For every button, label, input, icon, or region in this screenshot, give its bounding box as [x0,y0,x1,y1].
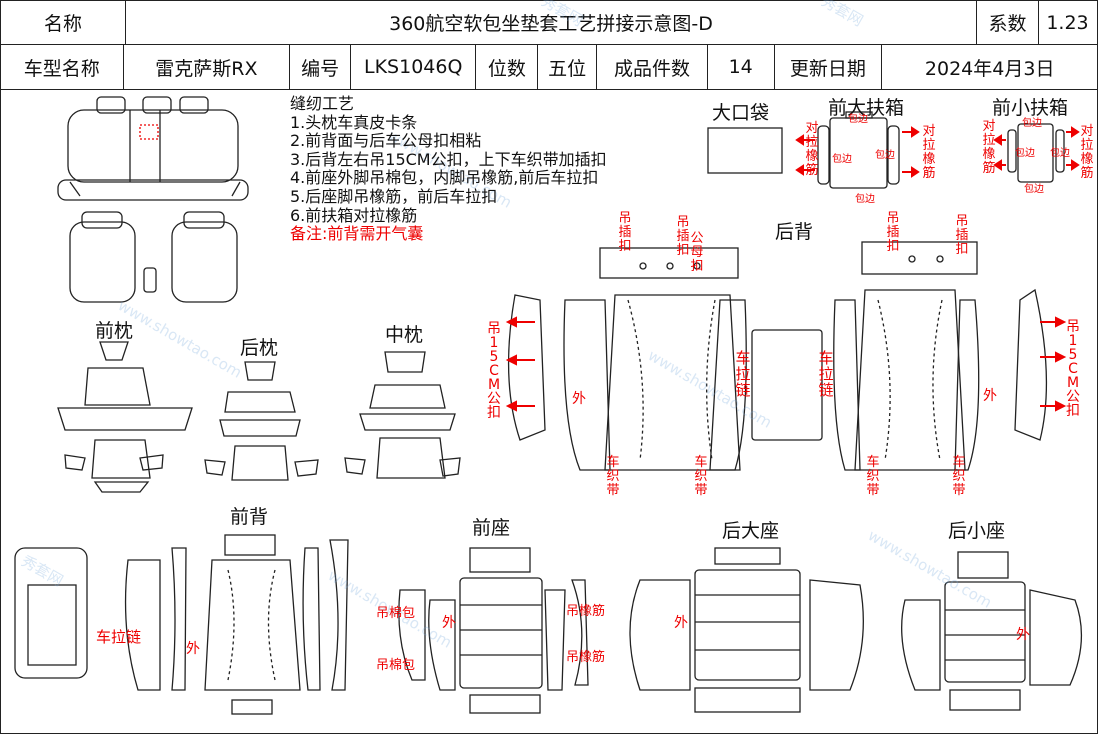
annot-hang-clip: 吊插扣 [618,211,632,254]
annot-edge-wrap: 包边 [1024,184,1044,195]
name-label: 名称 [1,1,126,44]
notes-title: 缝纫工艺 [290,94,355,113]
model-label: 车型名称 [1,45,124,89]
code-label: 编号 [290,45,351,89]
big-pocket-piece [707,127,783,174]
annot-car-webbing: 车织带 [694,455,708,498]
annot-edge-wrap: 包边 [875,150,895,161]
update-label: 更新日期 [775,45,883,89]
annot-hang-rubber: 吊橡筋 [566,604,606,619]
annot-edge-wrap: 包边 [1022,118,1042,129]
front-big-armrest-pieces [817,111,900,189]
annot-hang-clip: 吊插扣 [955,214,969,257]
note-item: 6.前扶箱对拉橡筋 [290,205,418,225]
annot-hang-clip: 吊插扣 [886,211,900,254]
annot-hang-clip: 吊插扣 [676,215,690,258]
front-pillow-pieces [57,341,193,493]
annot-car-zipper: 车拉链 [735,349,751,399]
label-big-pocket: 大口袋 [712,102,770,124]
annot-outside: 外 [442,615,456,631]
annot-pull-rubber: 对拉橡筋 [805,121,819,178]
seats-value: 五位 [538,45,598,89]
rear-back-pieces [507,241,1048,471]
annot-edge-wrap: 包边 [855,194,875,205]
pieces-label: 成品件数 [597,45,708,89]
annot-outside: 外 [186,641,200,657]
rear-big-seat-pieces [629,547,864,713]
middle-pillow-pieces [344,351,461,479]
annot-car-zipper: 车拉链 [96,628,142,646]
annot-male-female-clip: 公母扣 [690,231,704,274]
label-front-pillow: 前枕 [95,320,134,342]
rear-small-seat-pieces [901,551,1083,711]
seats-label: 位数 [476,45,539,89]
annot-hang-cotton: 吊棉包 [376,658,416,673]
annot-hang-15cm: 吊15CM公扣 [1066,319,1080,419]
label-front-back: 前背 [230,506,269,528]
label-rear-small-seat: 后小座 [948,520,1006,542]
annot-car-webbing: 车织带 [606,455,620,498]
rear-pillow-pieces [204,361,319,481]
annot-outside: 外 [674,615,688,631]
annot-edge-wrap: 包边 [1015,148,1035,159]
annot-outside: 外 [983,388,997,404]
annot-pull-rubber: 对拉橡筋 [922,124,936,181]
sewing-notes: 缝纫工艺 1.头枕车真皮卡条 2.前背面与后车公母扣相粘 3.后背左右吊15CM… [290,94,607,244]
annot-car-webbing: 车织带 [952,455,966,498]
header-row-2: 车型名称 雷克萨斯RX 编号 LKS1046Q 位数 五位 成品件数 14 更新… [0,44,1098,90]
annot-car-zipper: 车拉链 [818,349,834,399]
note-item: 1.头枕车真皮卡条 [290,112,418,132]
annotation-arrows [505,126,1080,412]
annot-pull-rubber: 对拉橡筋 [982,119,996,176]
model-value: 雷克萨斯RX [124,45,291,89]
annot-hang-rubber: 吊橡筋 [566,650,606,665]
coef-label: 系数 [977,1,1039,44]
pieces-value: 14 [708,45,775,89]
note-item: 3.后背左右吊15CM公扣，上下车织带加插扣 [290,149,607,169]
annot-pull-rubber: 对拉橡筋 [1080,124,1094,181]
annot-outside: 外 [1016,627,1030,643]
annot-hang-15cm: 吊15CM公扣 [487,321,501,421]
front-small-armrest-pieces [1007,123,1065,183]
label-front-small-armrest: 前小扶箱 [992,97,1069,119]
update-value: 2024年4月3日 [924,57,1055,80]
front-back-pieces [14,534,349,715]
coef-value: 1.23 [1046,11,1089,34]
annot-outside: 外 [572,391,586,407]
label-middle-pillow: 中枕 [385,324,424,346]
notes-remark: 备注:前背需开气囊 [290,224,424,244]
label-front-big-armrest: 前大扶箱 [828,97,905,119]
annot-car-webbing: 车织带 [866,455,880,498]
note-item: 2.前背面与后车公母扣相粘 [290,131,482,151]
sheet-title: 360航空软包坐垫套工艺拼接示意图-D [126,1,977,44]
note-item: 5.后座脚吊橡筋，前后车拉扣 [290,186,498,206]
annot-hang-cotton: 吊棉包 [376,606,416,621]
label-rear-pillow: 后枕 [240,337,279,359]
label-rear-back: 后背 [775,221,814,243]
annot-edge-wrap: 包边 [1050,148,1070,159]
label-front-seat: 前座 [472,517,511,539]
annot-edge-wrap: 包边 [848,114,868,125]
seat-overview-drawing [57,96,249,303]
label-rear-big-seat: 后大座 [722,520,780,542]
front-seat-pieces [398,547,589,714]
code-value: LKS1046Q [351,45,477,89]
annot-edge-wrap: 包边 [832,154,852,165]
note-item: 4.前座外脚吊棉包，内脚吊橡筋,前后车拉扣 [290,168,599,188]
